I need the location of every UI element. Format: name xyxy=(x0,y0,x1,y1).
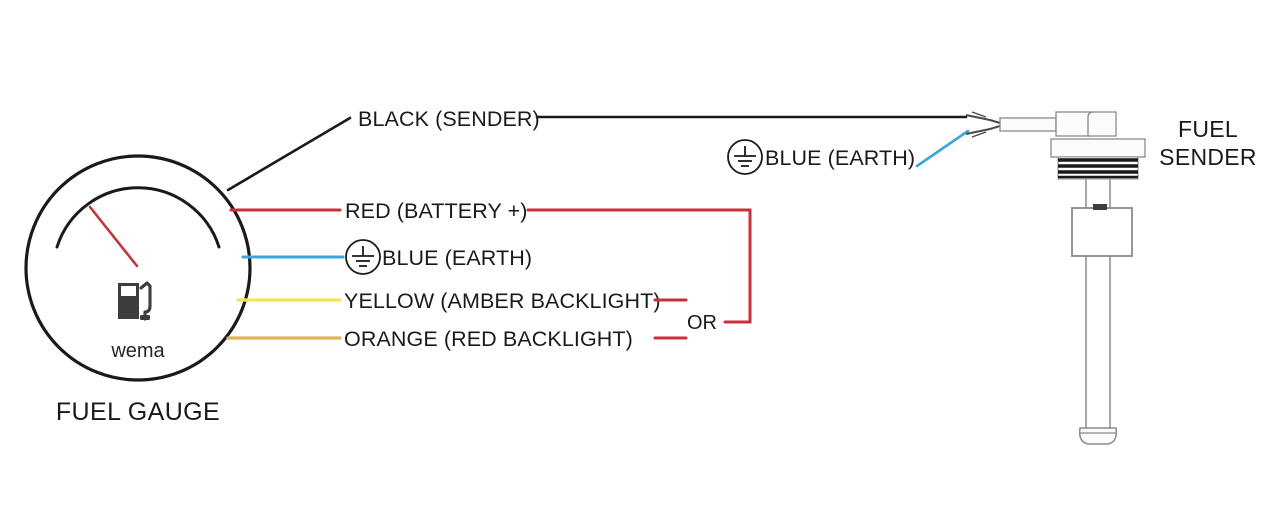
wire-orange-red-backlight: ORANGE (RED BACKLIGHT) xyxy=(226,327,688,351)
earth-ground-symbol-sender xyxy=(727,139,763,175)
wire-label-red-battery: RED (BATTERY +) xyxy=(345,199,528,223)
sender-float-block xyxy=(1071,204,1133,257)
gauge-outer-bezel xyxy=(24,154,252,382)
sender-cable xyxy=(999,111,1095,137)
sender-spade-terminals xyxy=(965,111,1001,138)
gauge-caption: FUEL GAUGE xyxy=(56,398,220,426)
wire-red-battery: RED (BATTERY +) xyxy=(229,199,752,324)
wire-label-orange-red: ORANGE (RED BACKLIGHT) xyxy=(344,327,633,351)
sender-cable-sleeve xyxy=(999,117,1057,132)
sender-caption-line1: FUEL xyxy=(1178,116,1238,142)
fuel-sender-group: FUEL SENDER xyxy=(965,111,1257,445)
gauge-brand-label: wema xyxy=(110,340,165,362)
wire-blue-earth-gauge: BLUE (EARTH) xyxy=(241,239,532,275)
sender-flange-plate xyxy=(1050,138,1146,158)
wire-label-black-sender: BLACK (SENDER) xyxy=(358,107,540,131)
gauge-needle xyxy=(88,205,139,268)
wire-blue-sender-leader xyxy=(915,129,970,168)
sender-caption-line2: SENDER xyxy=(1159,144,1257,170)
wire-blue-earth-sender: BLUE (EARTH) xyxy=(727,129,970,175)
sender-bottom-foot xyxy=(1078,427,1118,445)
wire-black-sender: BLACK (SENDER) xyxy=(226,107,968,192)
wire-yellow-amber-backlight: YELLOW (AMBER BACKLIGHT) xyxy=(236,289,688,313)
gauge-scale-arc xyxy=(55,186,221,249)
wire-red-run-to-or xyxy=(526,208,752,324)
spade-terminal-lower xyxy=(965,125,1001,135)
sender-thread-section xyxy=(1057,156,1139,180)
wire-label-blue-earth-gauge: BLUE (EARTH) xyxy=(382,246,532,270)
sender-top-boss xyxy=(1087,111,1117,137)
wire-black-leader xyxy=(226,116,352,192)
earth-ground-symbol-gauge xyxy=(345,239,381,275)
fuel-pump-icon xyxy=(118,281,152,321)
wire-label-yellow-amber: YELLOW (AMBER BACKLIGHT) xyxy=(344,289,661,313)
wire-label-blue-earth-sender: BLUE (EARTH) xyxy=(765,146,915,170)
spade-terminal-upper xyxy=(965,114,1001,124)
or-junction-label: OR xyxy=(687,312,717,334)
fuel-gauge-group: wema FUEL GAUGE xyxy=(24,154,252,426)
